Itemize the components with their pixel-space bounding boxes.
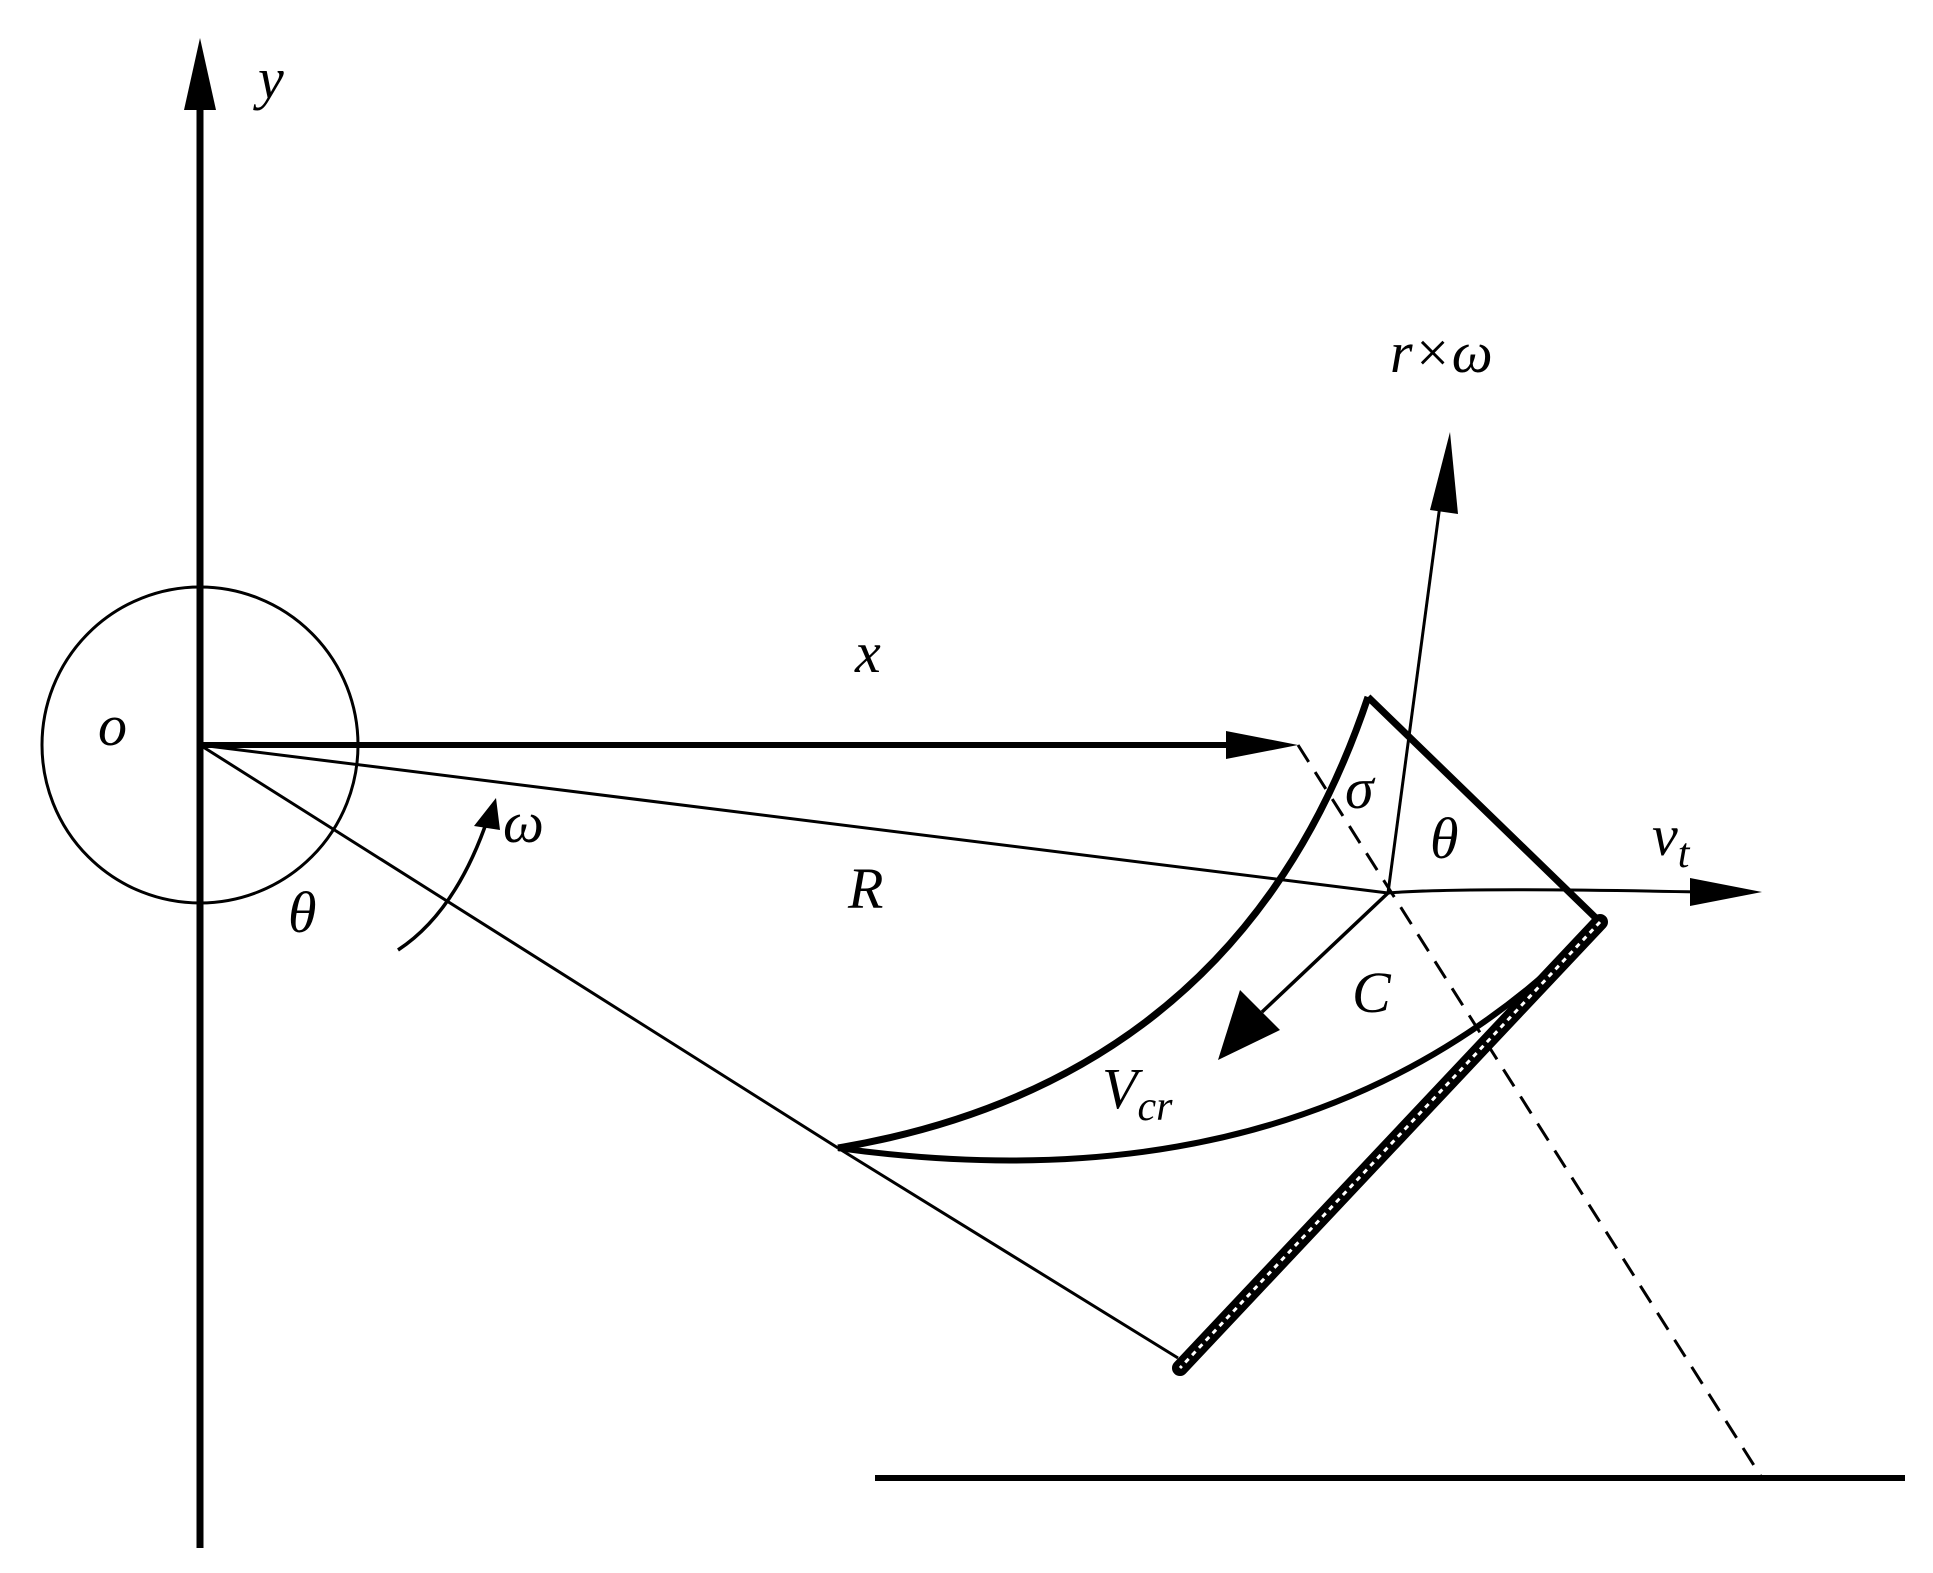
lower-radius-line	[199, 743, 839, 1150]
y-axis-label: y	[253, 46, 284, 111]
theta-left-label: θ	[288, 880, 317, 945]
vt-main: v	[1652, 803, 1678, 868]
vcr-main: V	[1102, 1056, 1144, 1121]
bottom-edge-line	[837, 1146, 1179, 1360]
vt-subscript: t	[1678, 831, 1691, 877]
r-cross-omega-line	[1386, 489, 1444, 894]
blade-inner-curve	[837, 919, 1603, 1164]
x-vector-label: x	[854, 620, 881, 685]
r-cross-omega-arrowhead	[1430, 432, 1458, 514]
vt-arrowhead	[1690, 878, 1762, 906]
omega-arrow-curve	[397, 817, 490, 952]
hatched-edge-inner	[1178, 920, 1602, 1370]
omega-arrowhead	[474, 798, 500, 830]
vcr-subscript: cr	[1137, 1084, 1173, 1130]
blade-outer-curve	[837, 695, 1372, 1152]
origin-label: o	[98, 693, 127, 758]
R-line	[199, 743, 1389, 895]
x-vector-arrowhead	[1226, 731, 1298, 759]
C-label: C	[1352, 960, 1392, 1025]
vt-label: vt	[1652, 803, 1691, 877]
vcr-arrowhead	[1218, 990, 1280, 1060]
sigma-label: σ	[1345, 756, 1376, 821]
theta-right-label: θ	[1430, 806, 1459, 871]
blade-top-edge	[1365, 694, 1603, 925]
r-cross-omega-label: r×ω	[1390, 320, 1493, 385]
vcr-vector-line	[1260, 891, 1390, 1014]
vcr-label: Vcr	[1102, 1056, 1173, 1130]
R-label: R	[847, 856, 883, 921]
y-axis-arrowhead	[184, 38, 216, 110]
vt-vector-line	[1387, 888, 1701, 895]
omega-label: ω	[503, 790, 544, 855]
dashed-line	[1296, 744, 1764, 1479]
